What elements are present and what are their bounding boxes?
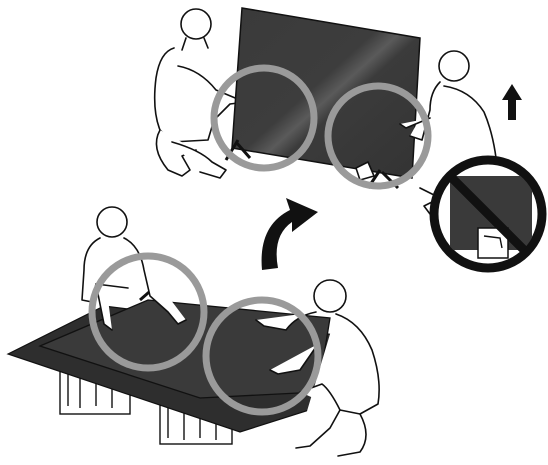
tv-upright xyxy=(226,8,420,188)
unpack-scene xyxy=(8,207,379,456)
rotate-up-arrow-icon xyxy=(262,198,318,270)
lift-up-arrow-icon xyxy=(502,84,522,120)
lift-scene xyxy=(155,8,542,268)
prohibited-sign-icon xyxy=(434,160,542,268)
